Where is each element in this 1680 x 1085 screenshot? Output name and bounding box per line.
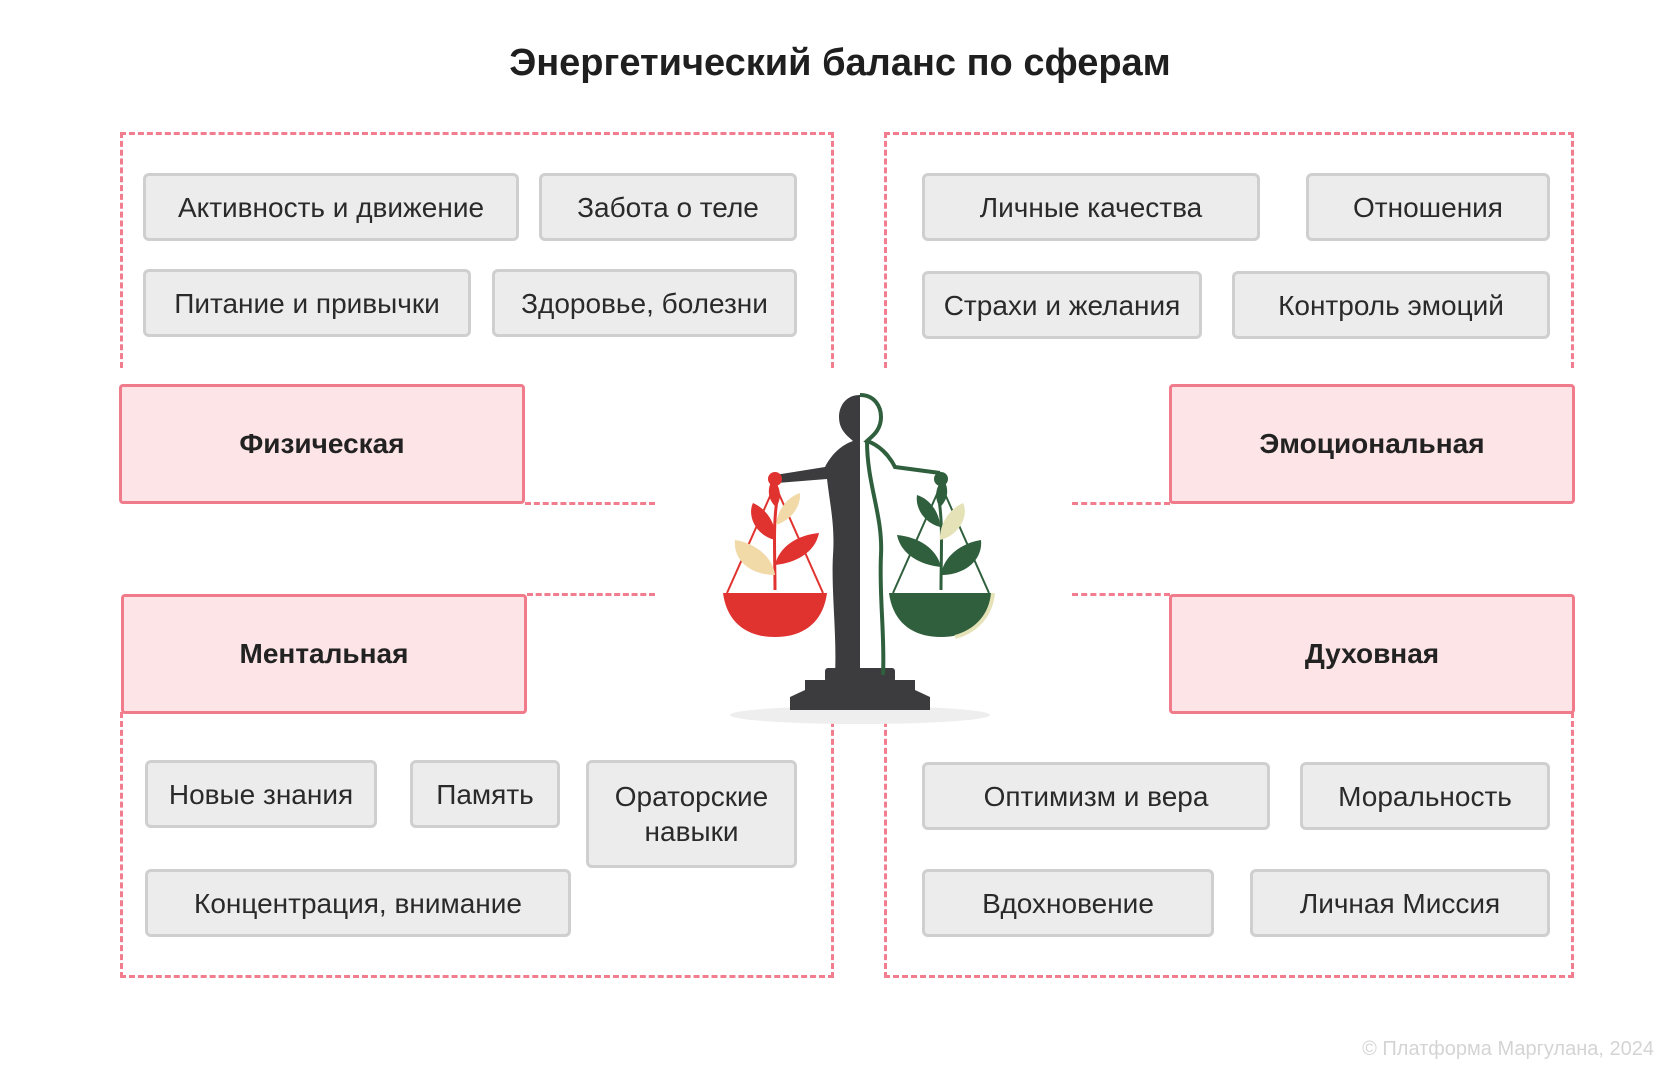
physical-group-frame: [120, 132, 834, 368]
emotional-group-frame: [884, 132, 1574, 368]
spiritual-item-inspiration: Вдохновение: [922, 869, 1214, 937]
emotional-connector: [1072, 502, 1170, 505]
spiritual-item-morality: Моральность: [1300, 762, 1550, 830]
emotional-item-relationships: Отношения: [1306, 173, 1550, 241]
scales-of-balance-icon: [655, 375, 1065, 735]
physical-item-health: Здоровье, болезни: [492, 269, 797, 337]
spiritual-header: Духовная: [1169, 594, 1575, 714]
emotional-item-emotion-control: Контроль эмоций: [1232, 271, 1550, 339]
physical-item-body-care: Забота о теле: [539, 173, 797, 241]
mental-connector: [527, 593, 655, 596]
mental-group-frame: [120, 712, 834, 978]
mental-item-concentration: Концентрация, внимание: [145, 869, 571, 937]
spiritual-item-mission: Личная Миссия: [1250, 869, 1550, 937]
emotional-item-personal-qualities: Личные качества: [922, 173, 1260, 241]
physical-item-activity: Активность и движение: [143, 173, 519, 241]
spiritual-item-optimism: Оптимизм и вера: [922, 762, 1270, 830]
page-title: Энергетический баланс по сферам: [509, 42, 1171, 84]
physical-header: Физическая: [119, 384, 525, 504]
emotional-item-fears-desires: Страхи и желания: [922, 271, 1202, 339]
spiritual-group-frame: [884, 712, 1574, 978]
mental-header: Ментальная: [121, 594, 527, 714]
emotional-header: Эмоциональная: [1169, 384, 1575, 504]
physical-connector: [525, 502, 655, 505]
mental-item-oratory: Ораторские навыки: [586, 760, 797, 868]
mental-item-memory: Память: [410, 760, 560, 828]
copyright-note: © Платформа Маргулана, 2024: [1362, 1038, 1654, 1060]
physical-item-nutrition: Питание и привычки: [143, 269, 471, 337]
spiritual-connector: [1072, 593, 1170, 596]
mental-item-new-knowledge: Новые знания: [145, 760, 377, 828]
